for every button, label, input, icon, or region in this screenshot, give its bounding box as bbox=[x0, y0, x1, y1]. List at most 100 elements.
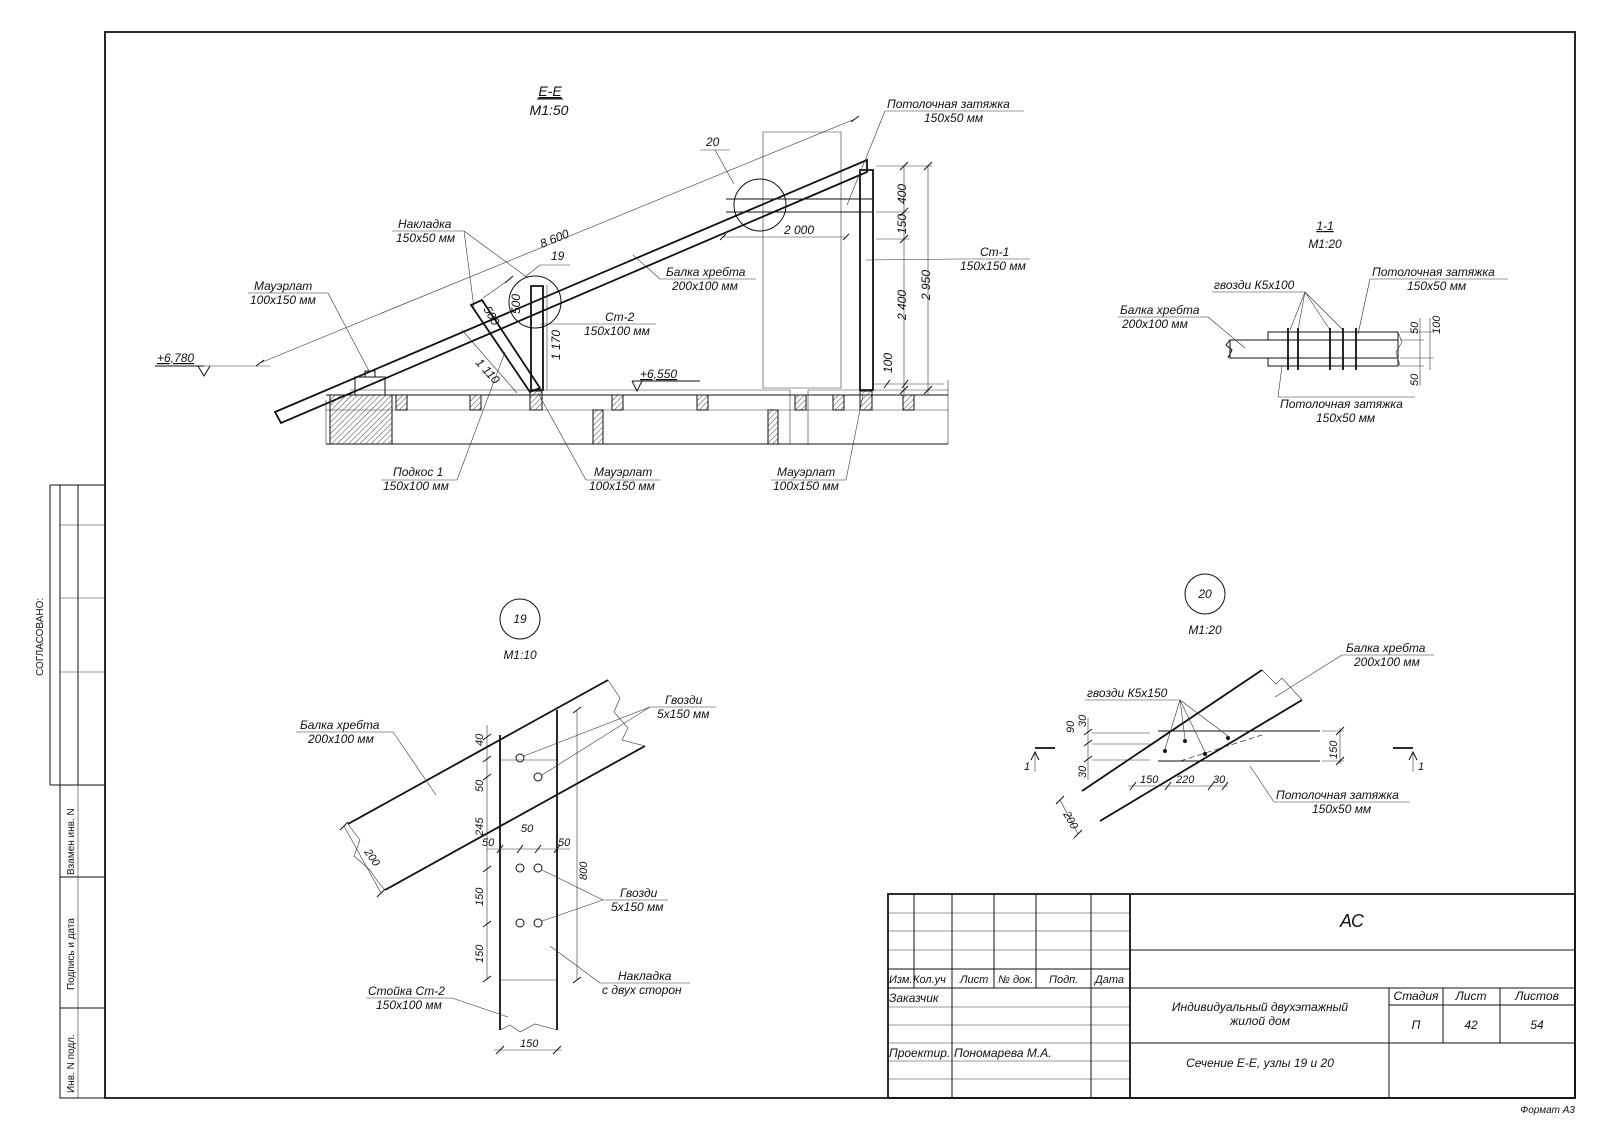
level-6550: +6,550 bbox=[640, 367, 677, 381]
section-1-1: 1-1 М1:20 гвозди К5x100 Потолочная затяж… bbox=[1118, 219, 1508, 425]
dim-150: 150 bbox=[895, 214, 909, 234]
label19-nakladka-1: Накладка bbox=[618, 969, 672, 983]
chimney-outline bbox=[763, 132, 841, 388]
label-nakladka-1: Накладка bbox=[398, 217, 452, 231]
dim-500-a: 500 bbox=[509, 294, 523, 314]
label20-gvozdi: гвозди К5x150 bbox=[1087, 686, 1168, 700]
dim19-40: 40 bbox=[474, 733, 486, 746]
label-pot-bot-2: 150x50 мм bbox=[1316, 411, 1375, 425]
dim-11-50a: 50 bbox=[1409, 321, 1421, 334]
label-potolochnaya-2: 150x50 мм bbox=[924, 111, 983, 125]
dim20-220: 220 bbox=[1175, 774, 1195, 786]
label-st1-1: Ст-1 bbox=[980, 245, 1009, 259]
node19-nail-6 bbox=[534, 919, 542, 927]
node20-cut-right: 1 bbox=[1418, 761, 1424, 773]
dim19-245: 245 bbox=[474, 817, 486, 837]
label19-balka-1: Балка хребта bbox=[300, 718, 380, 732]
label-balka-1: Балка хребта bbox=[666, 265, 746, 279]
tb-zakazchik: Заказчик bbox=[889, 991, 940, 1005]
label19-gvozdi-bot-1: Гвозди bbox=[620, 886, 658, 900]
dim19-50h: 50 bbox=[521, 823, 534, 835]
label-st1-2: 150x150 мм bbox=[960, 259, 1026, 273]
label20-balka-1: Балка хребта bbox=[1346, 641, 1426, 655]
tb-stadiya: П bbox=[1412, 1018, 1421, 1032]
section-11-scale: М1:20 bbox=[1308, 237, 1342, 251]
dim19-200: 200 bbox=[361, 846, 382, 869]
title-block: Изм. Кол.уч Лист № док. Подп. Дата Заказ… bbox=[888, 894, 1575, 1098]
label19-gvozdi-top-1: Гвозди bbox=[665, 693, 703, 707]
label-potolochnaya-1: Потолочная затяжка bbox=[887, 97, 1010, 111]
dim19-150b: 150 bbox=[474, 944, 486, 963]
tb-col-podp: Подп. bbox=[1049, 974, 1078, 986]
tb-sheet-title: Сечение Е-Е, узлы 19 и 20 bbox=[1186, 1056, 1334, 1070]
node19-nail-4 bbox=[534, 864, 542, 872]
dim20-200: 200 bbox=[1060, 809, 1081, 833]
label-podkos-1: Подкос 1 bbox=[393, 465, 443, 479]
dim20-90: 90 bbox=[1065, 720, 1077, 733]
dim-8600: 8 600 bbox=[538, 226, 571, 250]
tb-col-data: Дата bbox=[1093, 974, 1124, 986]
dim-400: 400 bbox=[895, 184, 909, 204]
label19-stoyka-1: Стойка Ст-2 bbox=[368, 984, 445, 998]
section-ee-scale: М1:50 bbox=[530, 102, 569, 118]
tb-code: АС bbox=[1339, 911, 1365, 931]
tb-list: 42 bbox=[1464, 1018, 1478, 1032]
callout-circle-20 bbox=[734, 179, 786, 231]
label-st2-2: 150x100 мм bbox=[584, 324, 650, 338]
dim20-30c: 30 bbox=[1213, 774, 1226, 786]
tb-designer: Пономарева М.А. bbox=[954, 1046, 1052, 1060]
node19-nail-1 bbox=[516, 754, 524, 762]
label19-nakladka-2: с двух сторон bbox=[602, 983, 682, 997]
node20-cut-left: 1 bbox=[1024, 761, 1030, 773]
label-mauerlat-right-2: 100x150 мм bbox=[773, 479, 839, 493]
label-mauerlat-left-2: 100x150 мм bbox=[250, 293, 316, 307]
node20-circle bbox=[1185, 574, 1225, 614]
node-20: 20 М1:20 1 1 90 30 30 bbox=[1024, 574, 1434, 838]
tb-listov-head: Листов bbox=[1514, 989, 1559, 1003]
label-st2-1: Ст-2 bbox=[605, 310, 635, 324]
tb-proektir: Проектир. bbox=[889, 1046, 950, 1060]
dim-11-100: 100 bbox=[1431, 315, 1443, 334]
tb-col-nodok: № док. bbox=[998, 974, 1033, 986]
format-label: Формат А3 bbox=[1520, 1105, 1575, 1116]
strut-podkos bbox=[471, 300, 540, 392]
label19-gvozdi-top-2: 5x150 мм bbox=[657, 707, 709, 721]
node20-nail-1 bbox=[1163, 749, 1167, 753]
tb-listov: 54 bbox=[1530, 1018, 1544, 1032]
inv-label: Инв. N подл. bbox=[66, 1034, 77, 1093]
section11-beam bbox=[1230, 340, 1398, 358]
dim19-50r: 50 bbox=[558, 837, 571, 849]
label-mauerlat-mid-1: Мауэрлат bbox=[594, 465, 652, 479]
tb-col-koluch: Кол.уч bbox=[913, 974, 946, 986]
vzamen-label: Взамен инв. N bbox=[66, 808, 77, 875]
section-ee: Е-Е М1:50 bbox=[155, 83, 1030, 493]
dim-2400: 2 400 bbox=[895, 290, 909, 321]
callout-19: 19 bbox=[551, 249, 565, 263]
label-balka-2: 200x100 мм bbox=[671, 279, 738, 293]
node19-number: 19 bbox=[513, 612, 527, 626]
label-podkos-2: 150x100 мм bbox=[383, 479, 449, 493]
label-balka-11-1: Балка хребта bbox=[1120, 303, 1200, 317]
tb-col-list: Лист bbox=[959, 974, 988, 986]
tb-col-izm: Изм. bbox=[889, 974, 912, 986]
node20-number: 20 bbox=[1197, 587, 1212, 601]
node20-scale: М1:20 bbox=[1188, 623, 1222, 637]
node19-nail-2 bbox=[534, 773, 542, 781]
node-19: 19 М1:10 40 50 245 150 150 bbox=[296, 599, 716, 1054]
node20-nail-4 bbox=[1226, 736, 1230, 740]
dim20-150h: 150 bbox=[1328, 740, 1340, 759]
tb-object-2: жилой дом bbox=[1229, 1014, 1290, 1028]
dim-2950: 2 950 bbox=[919, 270, 933, 301]
side-stamp: СОГЛАСОВАНО: Взамен инв. N Подпись и дат… bbox=[35, 485, 105, 1098]
dim19-50v: 50 bbox=[474, 779, 486, 792]
dim19-800: 800 bbox=[578, 861, 590, 880]
level-6780: +6,780 bbox=[157, 351, 194, 365]
label19-stoyka-2: 150x100 мм bbox=[376, 998, 442, 1012]
section-ee-title: Е-Е bbox=[538, 83, 562, 99]
dim20-30b: 30 bbox=[1077, 765, 1089, 778]
wall-left bbox=[330, 395, 392, 444]
podpis-label: Подпись и дата bbox=[66, 918, 77, 990]
label-mauerlat-mid-2: 100x150 мм bbox=[589, 479, 655, 493]
node20-nail-3 bbox=[1203, 752, 1207, 756]
